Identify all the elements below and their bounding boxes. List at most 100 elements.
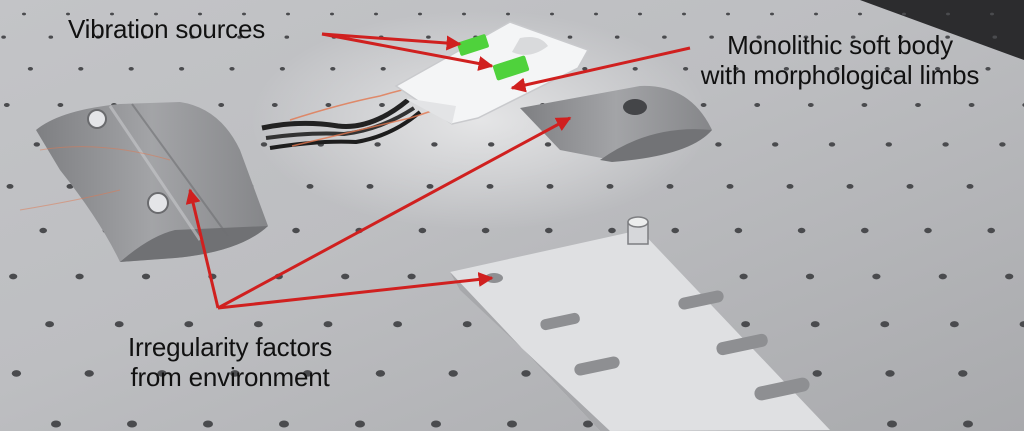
table-hole	[671, 227, 679, 234]
table-hole	[379, 103, 385, 107]
table-hole	[271, 103, 278, 107]
table-hole	[709, 35, 714, 39]
table-hole	[1005, 273, 1014, 280]
table-hole	[594, 12, 598, 16]
table-hole	[935, 67, 941, 71]
table-hole	[992, 35, 998, 39]
right-obstacle	[520, 85, 712, 162]
table-hole	[902, 12, 906, 16]
table-hole	[715, 142, 722, 147]
table-hole	[426, 184, 434, 189]
table-hole	[733, 67, 739, 71]
table-hole	[884, 67, 890, 71]
table-hole	[95, 35, 101, 39]
table-hole	[834, 67, 840, 71]
table-hole	[284, 35, 290, 39]
table-hole	[230, 370, 240, 377]
table-hole	[431, 142, 438, 147]
table-hole	[462, 12, 466, 16]
table-hole	[78, 67, 84, 71]
table-hole	[812, 370, 822, 377]
table-hole	[154, 12, 158, 16]
table-hole	[915, 103, 921, 107]
table-hole	[726, 12, 730, 16]
table-hole	[355, 420, 365, 428]
arrow-soft-body	[510, 46, 691, 93]
table-hole	[3, 103, 10, 107]
table-hole	[142, 35, 148, 39]
table-hole	[481, 227, 490, 234]
table-hole	[958, 370, 968, 377]
table-hole	[341, 273, 350, 280]
table-hole	[203, 420, 213, 428]
table-hole	[545, 227, 553, 234]
table-hole	[488, 142, 495, 147]
table-hole	[606, 184, 614, 189]
table-hole	[128, 67, 134, 71]
table-hole	[546, 184, 554, 189]
arrow-right-obstacle	[217, 116, 572, 310]
table-hole	[614, 35, 620, 39]
table-hole	[229, 67, 235, 71]
table-hole	[990, 12, 994, 16]
table-hole	[462, 321, 472, 328]
table-hole	[805, 273, 815, 280]
table-hole	[814, 12, 818, 16]
soft-body-robot	[394, 21, 590, 125]
table-hole	[583, 420, 593, 428]
table-hole	[945, 35, 950, 39]
table-hole	[114, 321, 124, 328]
table-hole	[985, 67, 991, 71]
table-hole	[666, 184, 674, 189]
table-hole	[1019, 321, 1024, 328]
table-hole	[426, 35, 431, 39]
table-hole	[279, 420, 289, 428]
table-hole	[999, 142, 1006, 147]
left-obstacle-screw-top	[87, 109, 107, 129]
table-hole	[306, 184, 314, 189]
table-hole	[184, 321, 194, 328]
table-hole	[938, 273, 947, 280]
table-hole	[772, 142, 779, 147]
table-hole	[157, 370, 167, 377]
table-hole	[846, 184, 854, 189]
table-hole	[858, 12, 862, 16]
left-obstacle-screw-bottom	[147, 192, 169, 214]
table-hole	[898, 35, 903, 39]
arrow-left-obstacle	[185, 188, 220, 309]
table-hole	[810, 321, 820, 328]
table-hole	[739, 273, 748, 280]
label-vibration-sources: Vibration sources	[68, 14, 266, 44]
table-hole	[190, 35, 195, 39]
table-hole	[807, 103, 814, 107]
table-hole	[968, 103, 975, 107]
table-hole	[75, 273, 84, 280]
table-hole	[254, 321, 263, 328]
table-hole	[861, 227, 869, 234]
table-hole	[260, 142, 268, 147]
table-hole	[51, 420, 61, 428]
table-hole	[218, 103, 225, 107]
table-hole	[33, 142, 40, 147]
table-hole	[407, 273, 416, 280]
table-hole	[734, 227, 743, 234]
table-hole	[662, 35, 667, 39]
table-hole	[127, 420, 137, 428]
table-hole	[375, 370, 386, 377]
table-hole	[521, 370, 531, 377]
table-hole	[374, 12, 378, 16]
table-hole	[486, 184, 494, 189]
table-hole	[431, 420, 441, 428]
table-hole	[66, 184, 74, 189]
table-hole	[237, 35, 242, 39]
table-hole	[682, 12, 686, 16]
arrow-vibration-2	[321, 32, 494, 71]
table-hole	[700, 103, 707, 107]
table-hole	[885, 142, 892, 147]
table-hole	[1, 35, 6, 39]
table-hole	[885, 370, 895, 377]
arrow-plate	[217, 272, 494, 310]
table-hole	[783, 67, 790, 71]
